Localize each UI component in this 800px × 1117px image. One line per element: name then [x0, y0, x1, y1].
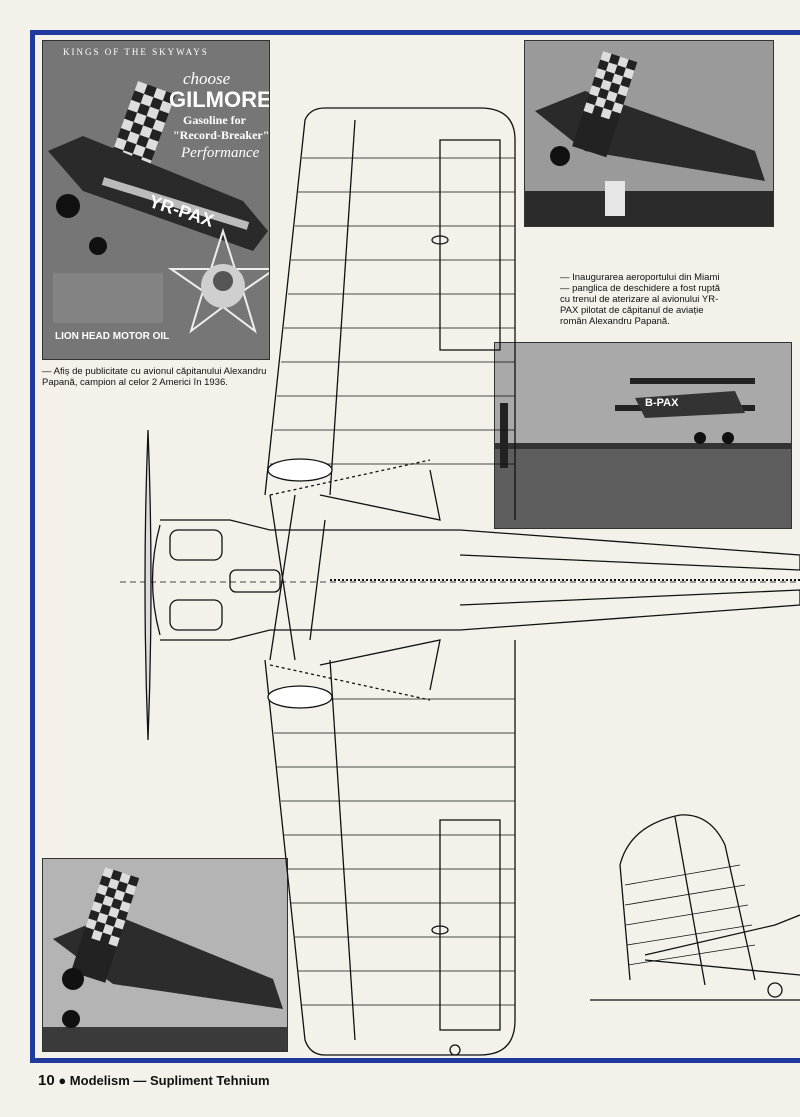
publication-name: Modelism — Supliment Tehnium [69, 1073, 270, 1088]
poster-brand: GILMORE [169, 87, 270, 112]
poster-artwork [43, 41, 269, 359]
poster-gasoline: Gasoline for [183, 113, 246, 127]
poster-choose: choose [183, 69, 231, 88]
page-border [30, 30, 800, 1063]
footer-bullet: ● [58, 1073, 67, 1088]
poster-bottom-brand: LION HEAD MOTOR OIL [55, 331, 170, 342]
page-number: 10 [38, 1072, 55, 1089]
advertising-poster: KINGS OF THE SKYWAYS choose GILMORE Gaso… [42, 40, 270, 360]
tail-side-drawing [590, 814, 800, 1001]
poster-record-breaker: "Record-Breaker" [173, 128, 270, 142]
miami-plane-registration: B-PAX [645, 397, 679, 409]
photo-takeoff-top-artwork [525, 41, 773, 226]
photo-takeoff-bottom-artwork [43, 859, 287, 1051]
poster-performance: Performance [181, 145, 260, 161]
photo-plane-takeoff-bottom [42, 858, 288, 1052]
biplane-plan-drawing [120, 107, 800, 1056]
poster-arc-text: KINGS OF THE SKYWAYS [63, 47, 209, 57]
photo-miami-artwork [495, 343, 791, 528]
miami-caption: — Inaugurarea aeroportului din Miami — p… [560, 272, 721, 327]
upper-wing-top [264, 107, 516, 520]
photo-plane-ribbon-miami: B-PAX [494, 342, 792, 529]
upper-wing-bottom [264, 640, 516, 1056]
poster-caption: — Afiș de publicitate cu avionul căpitan… [42, 366, 267, 388]
page-footer: 10 ● Modelism — Supliment Tehnium [38, 1072, 270, 1089]
photo-plane-takeoff-top [524, 40, 774, 227]
